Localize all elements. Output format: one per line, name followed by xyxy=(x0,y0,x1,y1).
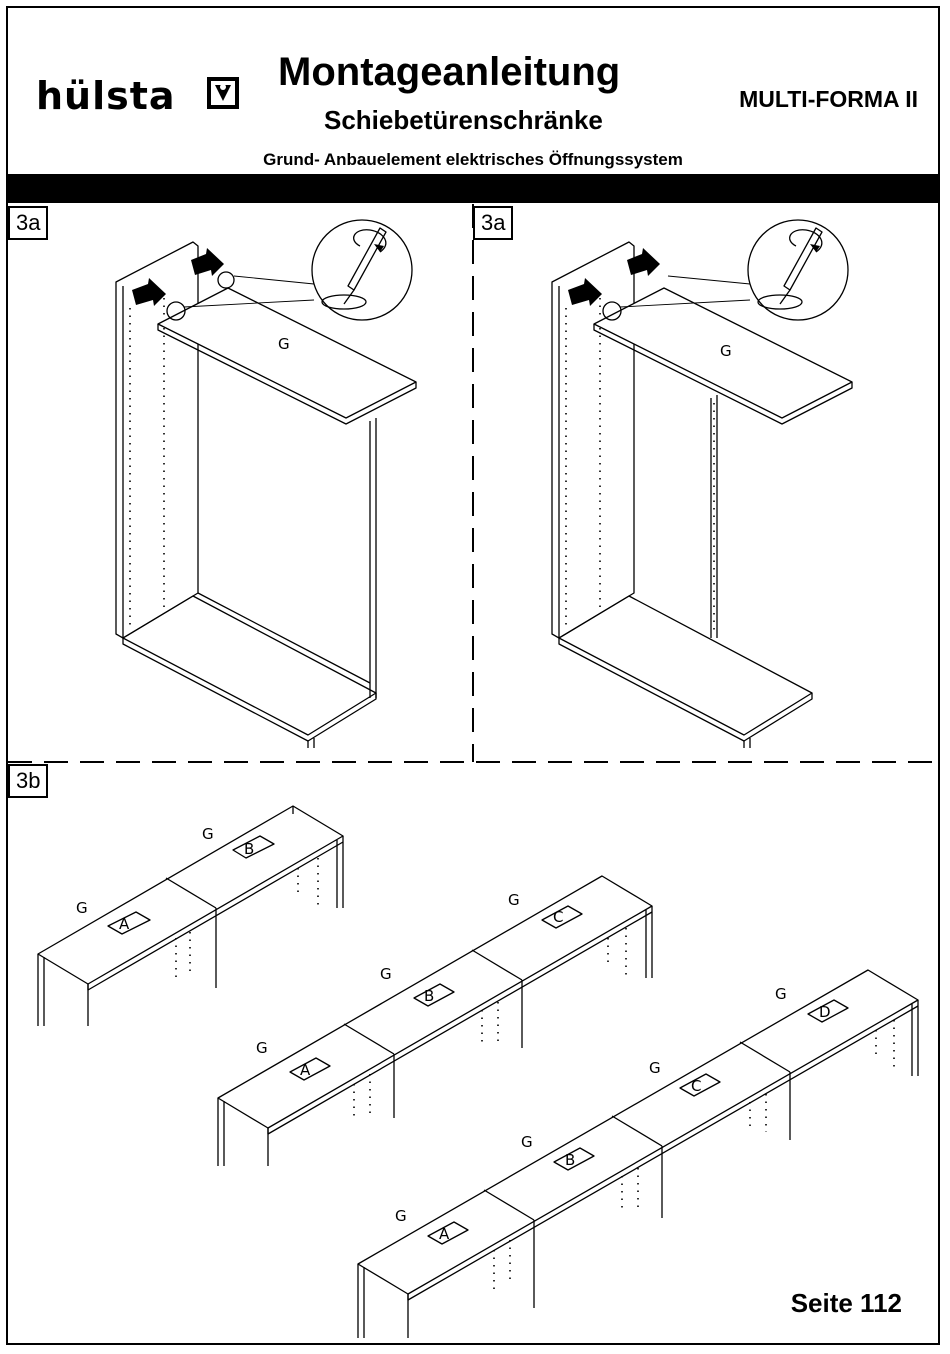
part-label-g: G xyxy=(380,965,392,983)
part-tag-a: A xyxy=(439,1225,450,1243)
arrow-icon xyxy=(627,248,660,276)
part-tag-b: B xyxy=(565,1151,575,1169)
cabinet-right: G xyxy=(552,220,852,748)
part-tag-b: B xyxy=(424,987,434,1005)
part-label-g: G xyxy=(256,1039,268,1057)
part-label-g: G xyxy=(649,1059,661,1077)
step-label-3b: 3b xyxy=(8,764,48,798)
bottom-panel xyxy=(123,596,376,735)
part-label-g: G xyxy=(395,1207,407,1225)
part-tag-b: B xyxy=(244,840,254,858)
combination-three-elements: A B C G G G xyxy=(218,876,652,1166)
part-tag-d: D xyxy=(819,1003,831,1021)
page-number: Seite 112 xyxy=(791,1288,902,1319)
part-label-g: G xyxy=(521,1133,533,1151)
part-label-g: G xyxy=(775,985,787,1003)
part-label-g: G xyxy=(720,342,732,360)
combination-two-elements: A B G G xyxy=(38,806,343,1026)
cabinet-left: G xyxy=(116,220,416,748)
part-label-g: G xyxy=(202,825,214,843)
detail-zoom xyxy=(312,220,412,320)
part-tag-c: C xyxy=(691,1077,701,1095)
step-label-3a-left: 3a xyxy=(8,206,48,240)
part-label-g: G xyxy=(278,335,290,353)
instruction-sheet: hülsta Montageanleitung Schiebetürenschr… xyxy=(6,6,940,1345)
part-tag-c: C xyxy=(553,908,563,926)
step-label-3a-right: 3a xyxy=(473,206,513,240)
part-tag-a: A xyxy=(300,1061,311,1079)
part-tag-a: A xyxy=(119,915,130,933)
detail-zoom xyxy=(748,220,848,320)
part-label-g: G xyxy=(508,891,520,909)
part-label-g: G xyxy=(76,899,88,917)
bottom-panel xyxy=(559,596,812,735)
arrow-icon xyxy=(191,248,224,276)
arrow-icon xyxy=(568,278,602,306)
arrow-icon xyxy=(132,278,166,306)
